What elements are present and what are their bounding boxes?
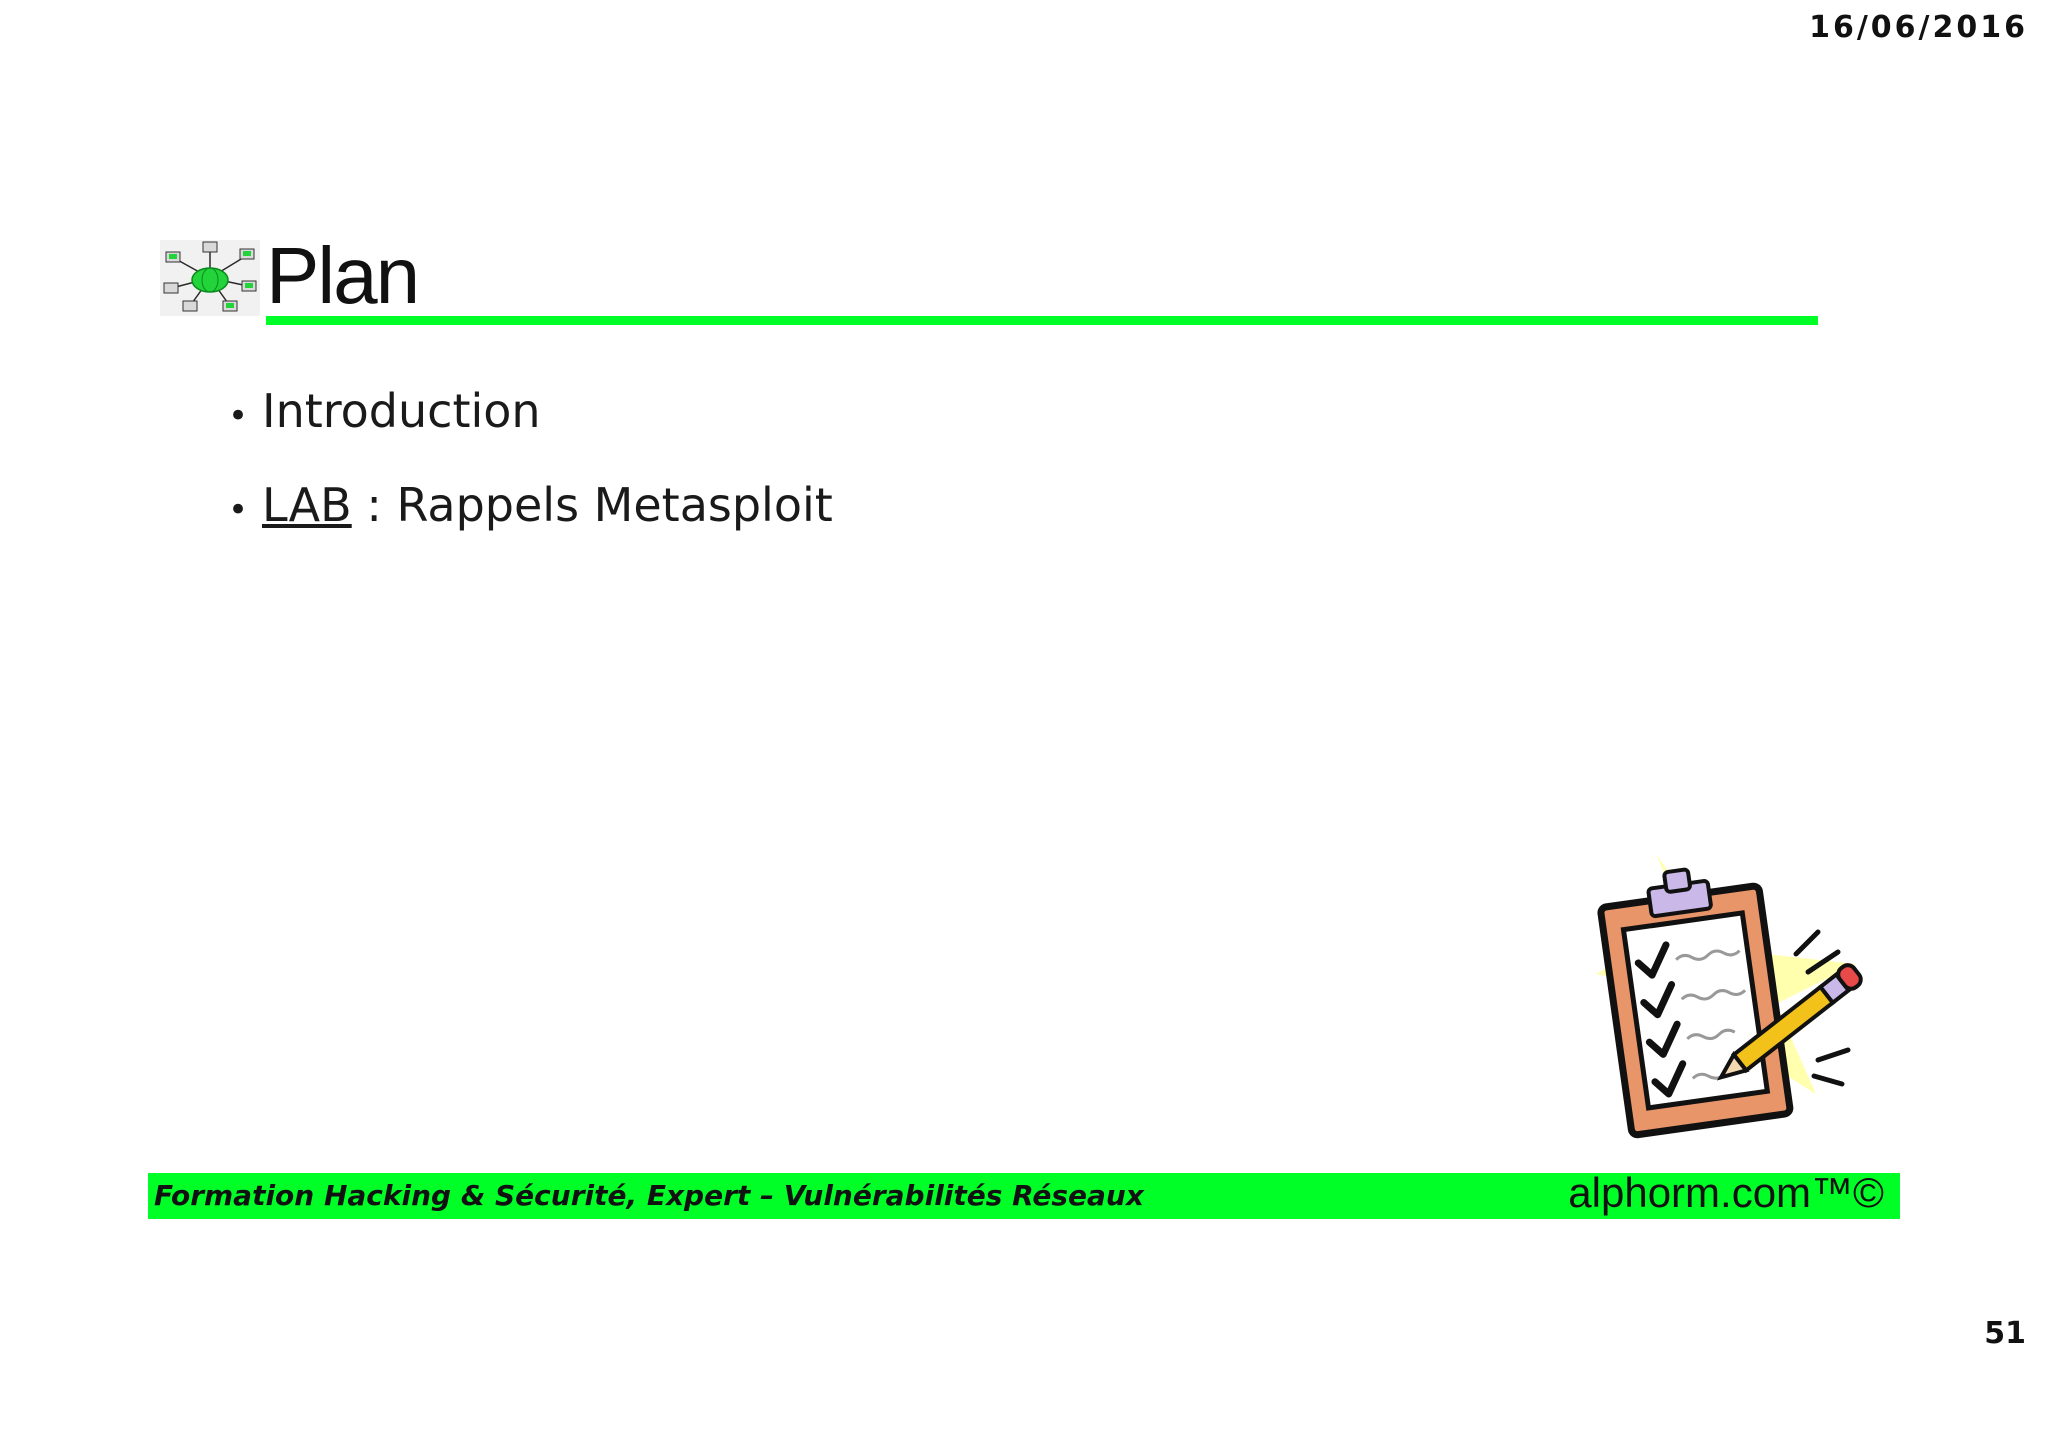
bullet-icon: • [228, 490, 249, 530]
footer-bar: Formation Hacking & Sécurité, Expert – V… [148, 1169, 1900, 1219]
list-item-underlined: LAB [262, 478, 352, 532]
list-item-text: : Rappels Metasploit [351, 478, 833, 532]
slide-title: Plan [266, 231, 420, 320]
list-item: • LAB : Rappels Metasploit [228, 458, 833, 552]
list-item-text: Introduction [262, 384, 541, 438]
plan-list: • Introduction • LAB : Rappels Metasploit [228, 364, 833, 552]
clipboard-checklist-icon [1556, 844, 1876, 1174]
page-number: 51 [1984, 1316, 2026, 1351]
bullet-icon: • [228, 396, 249, 436]
slide: Plan • Introduction • LAB : Rappels Metasp… [148, 231, 1900, 1222]
title-underline [266, 316, 1818, 325]
slide-date: 16/06/2016 [1809, 10, 2028, 45]
list-item: • Introduction [228, 364, 833, 458]
footer-course-title: Formation Hacking & Sécurité, Expert – V… [154, 1179, 1144, 1212]
network-globe-icon [160, 240, 260, 316]
footer-brand: alphorm.com™© [1568, 1169, 1884, 1216]
